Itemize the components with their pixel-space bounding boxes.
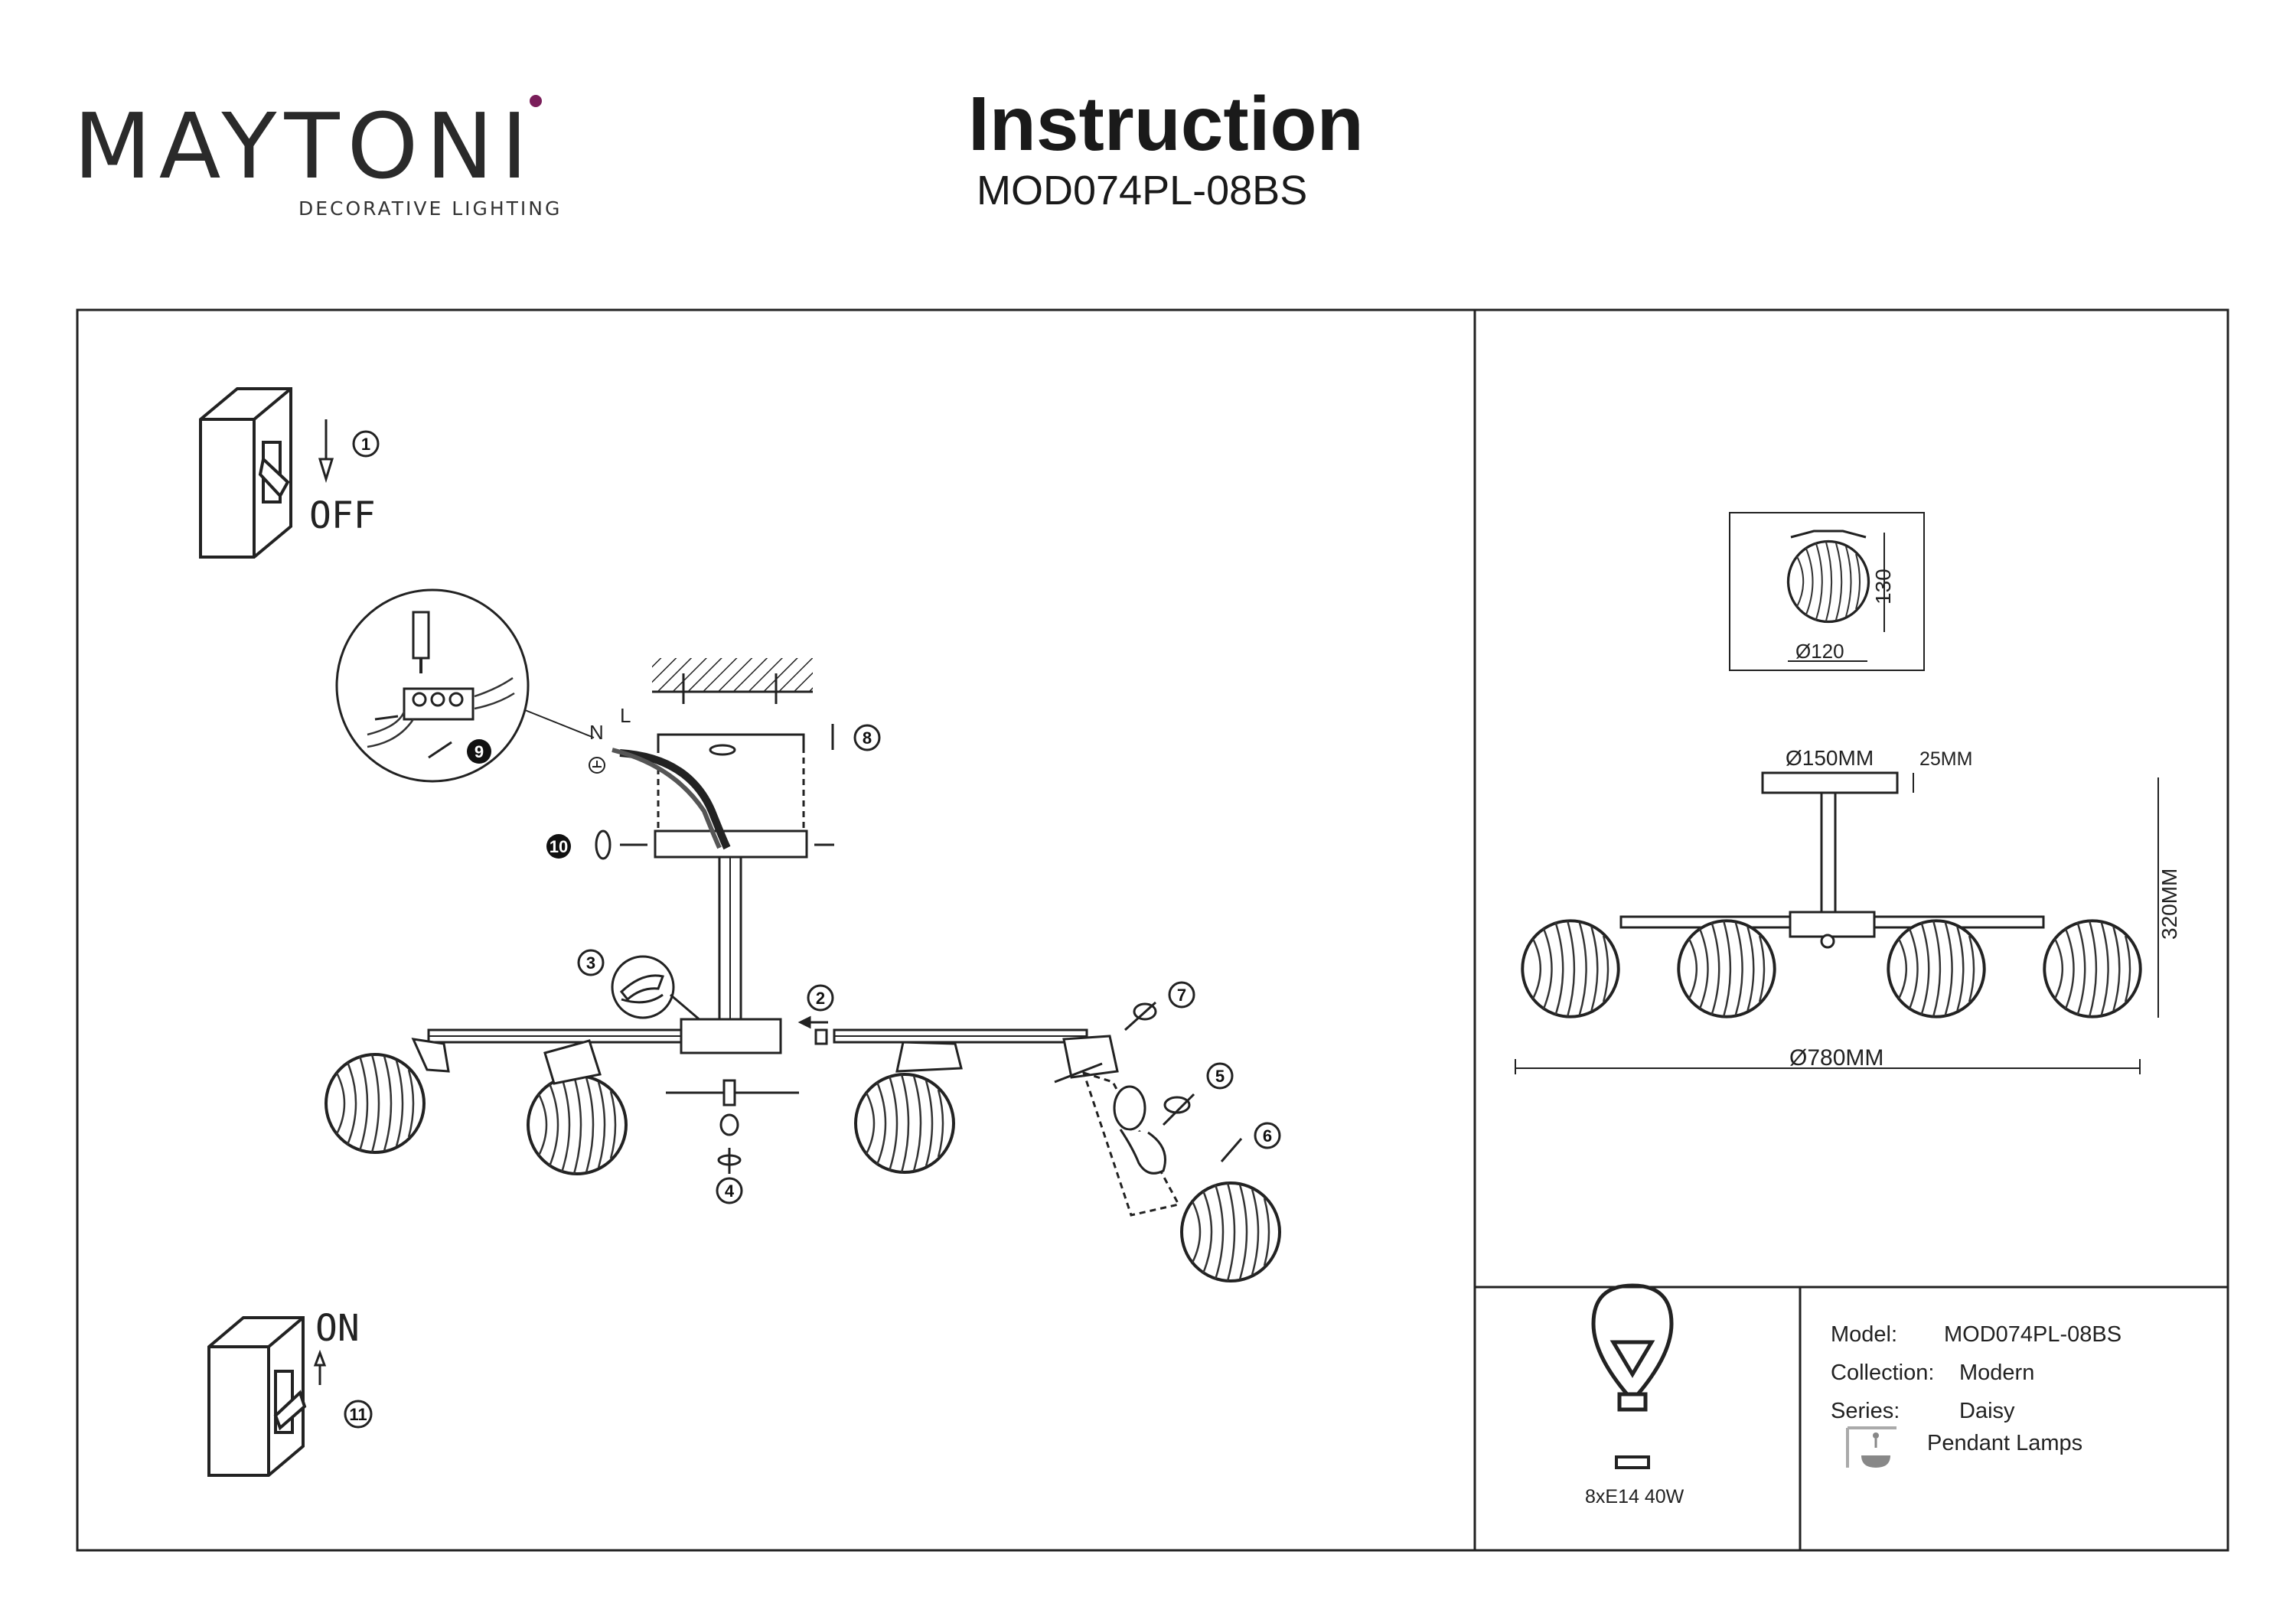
total-diameter-label: Ø780MM: [1789, 1045, 1883, 1071]
step-number-5: 5: [1206, 1062, 1234, 1090]
total-height-label: 320MM: [2157, 869, 2181, 940]
canopy-diameter-label: Ø150MM: [1786, 746, 1874, 770]
collection-label: Collection:: [1831, 1361, 1935, 1385]
svg-text:5: 5: [1215, 1067, 1225, 1086]
rod: [718, 855, 742, 1021]
on-label: ON: [315, 1307, 360, 1350]
svg-text:10: 10: [550, 837, 568, 856]
ceiling: [652, 658, 813, 693]
pendant-lamp-icon: [1846, 1426, 1896, 1468]
shade-dimension-box: [1729, 512, 1925, 671]
arrow-up-icon: [1220, 1138, 1243, 1162]
svg-text:6: 6: [1263, 1126, 1272, 1146]
bulb-icon: [1591, 1283, 1674, 1469]
fixture-drawing: [1515, 771, 2159, 1074]
step-number-8: 8: [853, 724, 881, 751]
bulb-socket: [1054, 1062, 1181, 1217]
switch-on-icon: [207, 1316, 307, 1477]
screwdriver-icon: [412, 611, 430, 660]
wire-l-label: L: [620, 704, 631, 727]
collection-value: Modern: [1959, 1361, 2035, 1385]
wire-n-label: N: [589, 721, 604, 744]
globe-shade: [325, 1053, 426, 1154]
type-value: Pendant Lamps: [1927, 1431, 2083, 1455]
series-value: Daisy: [1959, 1399, 2015, 1423]
ring-icon-7: [1124, 1001, 1157, 1031]
svg-text:3: 3: [586, 953, 595, 973]
ring-icon-5: [1162, 1093, 1195, 1126]
step-number-10: 10: [546, 834, 571, 859]
step-number-4: 4: [716, 1177, 743, 1204]
wiring-detail: [335, 588, 595, 783]
svg-text:4: 4: [725, 1181, 735, 1201]
switch-off-icon: [199, 387, 292, 559]
svg-text:11: 11: [349, 1405, 367, 1424]
canopy: [612, 748, 808, 859]
step-number-9: 9: [467, 739, 491, 764]
brand-logo-dot: [530, 95, 542, 107]
ground-icon: [589, 757, 605, 774]
globe-shade: [1180, 1181, 1281, 1282]
model-label: Model:: [1831, 1322, 1898, 1347]
globe-shade: [1677, 919, 1776, 1018]
arrow-up-icon: [313, 1349, 327, 1385]
step-number-6: 6: [1254, 1122, 1281, 1149]
lamp-arms: [427, 1018, 1088, 1054]
shade-height-label: 130: [1871, 569, 1895, 605]
step-number-2: 2: [807, 984, 834, 1012]
frame: [76, 308, 2229, 1552]
arrow-left-icon: [797, 1015, 828, 1029]
step-number-11: 11: [344, 1400, 373, 1429]
svg-text:8: 8: [863, 728, 872, 748]
svg-text:7: 7: [1177, 986, 1186, 1005]
pliers-icon: [611, 955, 713, 1031]
svg-text:1: 1: [361, 435, 370, 454]
shade-holders: [411, 1035, 1119, 1085]
globe-shade: [2043, 919, 2142, 1018]
center-finial: [666, 1079, 799, 1174]
svg-text:9: 9: [475, 742, 484, 761]
off-label: OFF: [309, 494, 376, 537]
globe-shade: [854, 1073, 955, 1174]
lamp-spec: 8xE14 40W: [1585, 1486, 1684, 1507]
svg-text:2: 2: [816, 989, 825, 1008]
mounting-bracket: [657, 673, 834, 834]
page-title: Instruction: [968, 81, 1364, 167]
model-value: MOD074PL-08BS: [1944, 1322, 2122, 1347]
canopy-height-label: 25MM: [1919, 748, 1972, 770]
step-number-7: 7: [1168, 981, 1195, 1009]
step-number-1: 1: [352, 430, 380, 458]
globe-shade: [1521, 919, 1620, 1018]
step-number-3: 3: [577, 949, 605, 976]
globe-shade: [1887, 919, 1986, 1018]
brand-logo: MAYTONI: [73, 93, 536, 199]
brand-tagline: DECORATIVE LIGHTING: [298, 197, 563, 220]
shade-diameter-label: Ø120: [1795, 640, 1844, 663]
globe-shade: [527, 1074, 628, 1175]
screw-ring-icon: [595, 829, 834, 860]
arrow-down-icon: [318, 419, 334, 484]
model-code-heading: MOD074PL-08BS: [977, 168, 1308, 213]
series-label: Series:: [1831, 1399, 1900, 1423]
